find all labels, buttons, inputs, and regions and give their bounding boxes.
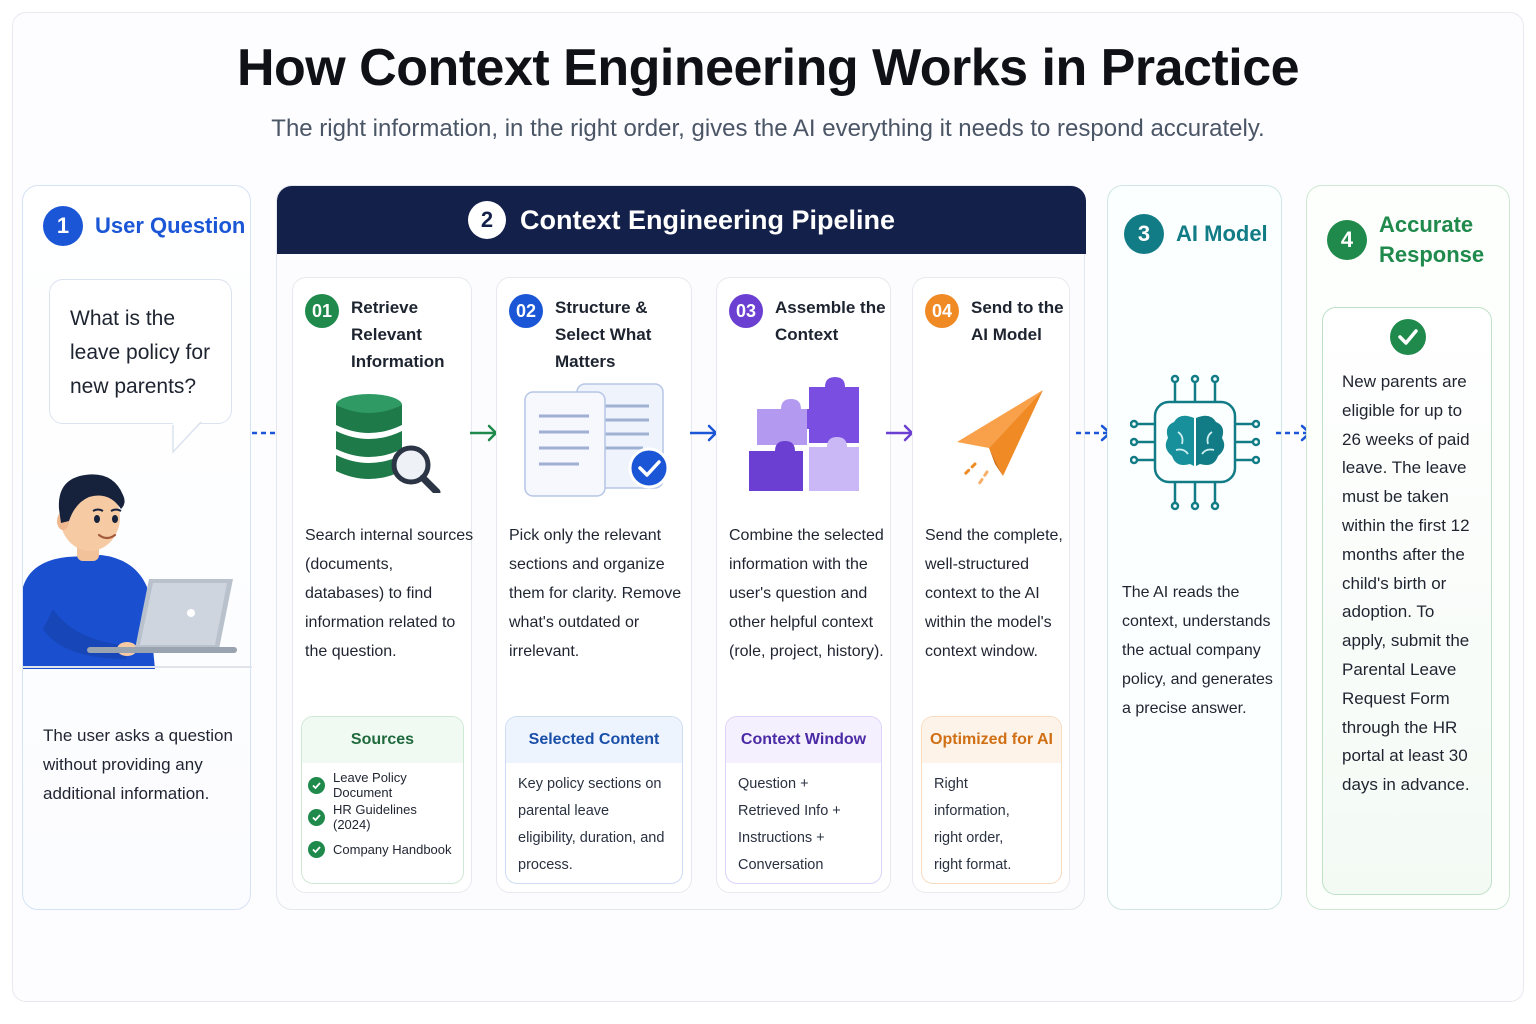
paper-plane-icon: [957, 390, 1043, 486]
sources-title: Sources: [302, 717, 463, 763]
optimized-for-ai-title: Optimized for AI: [922, 717, 1061, 763]
step-number-badge: 3: [1124, 214, 1164, 254]
step-number-badge: 04: [925, 294, 959, 328]
step-description: Combine the selected information with th…: [729, 527, 884, 660]
step-title: Assemble the Context: [775, 298, 886, 344]
accurate-response-label: Accurate Response: [1379, 212, 1485, 267]
context-window-text: Question + Retrieved Info + Instructions…: [738, 776, 841, 873]
context-window-title: Context Window: [726, 717, 881, 763]
response-text: New parents are eligible for up to 26 we…: [1342, 372, 1470, 795]
check-circle-icon: [1390, 319, 1426, 355]
source-item-label: HR Guidelines (2024): [333, 802, 417, 832]
ai-model-header: 3 AI Model: [1124, 214, 1268, 254]
accurate-response-panel: 4 Accurate Response New parents are elig…: [1306, 185, 1510, 910]
step-number-badge: 4: [1327, 220, 1367, 260]
step-title: Send to the AI Model: [971, 298, 1064, 344]
source-item: Leave Policy Document: [308, 769, 457, 801]
selected-content-title: Selected Content: [506, 717, 682, 763]
step-number-badge: 01: [305, 294, 339, 328]
puzzle-icon: [749, 377, 859, 491]
step-number-badge: 2: [467, 201, 506, 239]
ai-model-description: The AI reads the context, understands th…: [1122, 584, 1273, 717]
step-description: Send the complete, well-structured conte…: [925, 527, 1063, 660]
question-text: What is the leave policy for new parents…: [70, 307, 211, 398]
response-card: New parents are eligible for up to 26 we…: [1322, 307, 1492, 895]
accurate-response-header: 4 Accurate Response: [1327, 210, 1485, 270]
selected-content-card: Selected Content Key policy sections on …: [505, 716, 683, 884]
page-subtitle: The right information, in the right orde…: [271, 115, 1265, 142]
pipeline-step-retrieve: 01 Retrieve Relevant Information Search …: [292, 277, 474, 893]
step-description: Pick only the relevant sections and orga…: [509, 527, 682, 660]
pipeline-header: 2 Context Engineering Pipeline: [277, 186, 1086, 254]
check-icon: [308, 808, 325, 826]
source-item-label: Leave Policy Document: [333, 770, 407, 800]
person-laptop-icon: [23, 474, 252, 669]
source-item: HR Guidelines (2024): [308, 801, 457, 833]
user-question-description: The user asks a question without providi…: [43, 726, 233, 803]
pipeline-step-assemble: 03 Assemble the Context Combine the sele…: [716, 277, 891, 893]
ai-model-label: AI Model: [1176, 221, 1268, 246]
brain-chip-icon: [1130, 374, 1260, 511]
step-number-badge: 02: [509, 294, 543, 328]
step-title: Structure & Select What Matters: [555, 298, 652, 371]
pipeline-label: Context Engineering Pipeline: [519, 204, 896, 235]
question-speech-bubble: What is the leave policy for new parents…: [49, 279, 232, 424]
check-icon: [308, 840, 325, 858]
step-number-badge: 1: [43, 206, 83, 246]
optimized-for-ai-card: Optimized for AI Right information, righ…: [921, 716, 1062, 884]
user-question-header: 1 User Question: [43, 206, 245, 246]
step-title: Retrieve Relevant Information: [351, 298, 445, 371]
document-check-icon: [524, 383, 670, 497]
speech-bubble-tail: [172, 421, 202, 454]
source-item-label: Company Handbook: [333, 841, 452, 857]
database-search-icon: [336, 394, 441, 493]
pipeline-step-send: 04 Send to the AI Model Send the complet…: [912, 277, 1070, 893]
selected-content-text: Key policy sections on parental leave el…: [518, 776, 665, 873]
sources-card: Sources Leave Policy Document HR Guideli…: [301, 716, 464, 884]
ai-model-panel: 3 AI Model The AI reads the context, und…: [1107, 185, 1282, 910]
optimized-for-ai-text: Right information, right order, right fo…: [934, 776, 1012, 873]
source-item: Company Handbook: [308, 833, 457, 865]
page-title: How Context Engineering Works in Practic…: [236, 39, 1300, 97]
context-window-card: Context Window Question + Retrieved Info…: [725, 716, 882, 884]
user-question-panel: 1 User Question What is the leave policy…: [22, 185, 252, 910]
step-description: Search internal sources (documents, data…: [305, 527, 474, 660]
pipeline-step-structure: 02 Structure & Select What Matters Pick …: [496, 277, 692, 893]
step-number-badge: 03: [729, 294, 763, 328]
check-icon: [308, 776, 325, 794]
user-question-label: User Question: [95, 213, 246, 238]
